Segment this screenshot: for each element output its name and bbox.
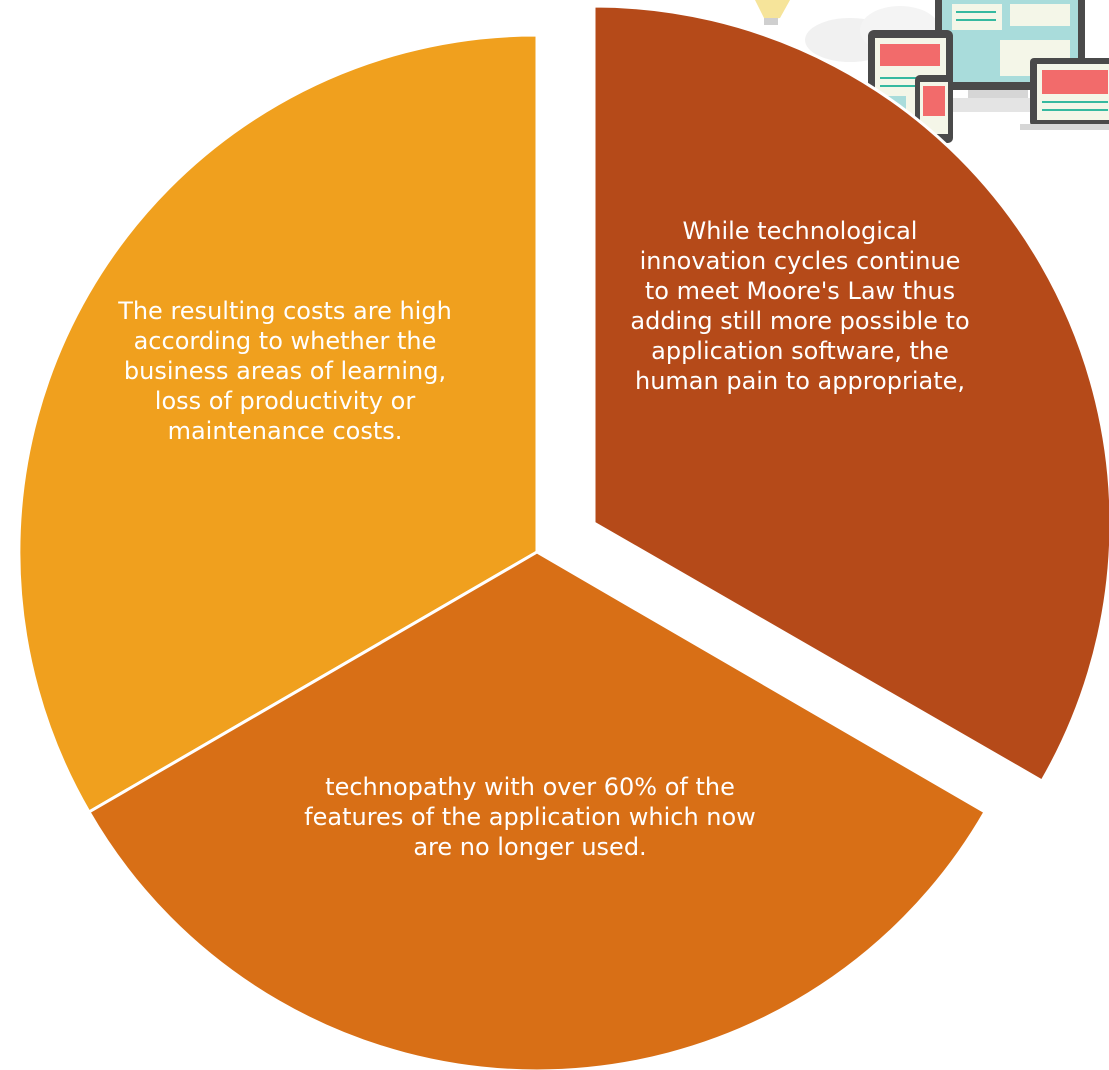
segment-left <box>17 33 539 815</box>
segment-left-text: The resulting costs are high according t… <box>118 297 452 445</box>
segment-bottom-text: technopathy with over 60% of the feature… <box>304 773 756 861</box>
segment-right-text: While technological innovation cycles co… <box>630 217 970 395</box>
segment-bottom <box>86 550 988 1070</box>
segment-right <box>592 4 1109 784</box>
